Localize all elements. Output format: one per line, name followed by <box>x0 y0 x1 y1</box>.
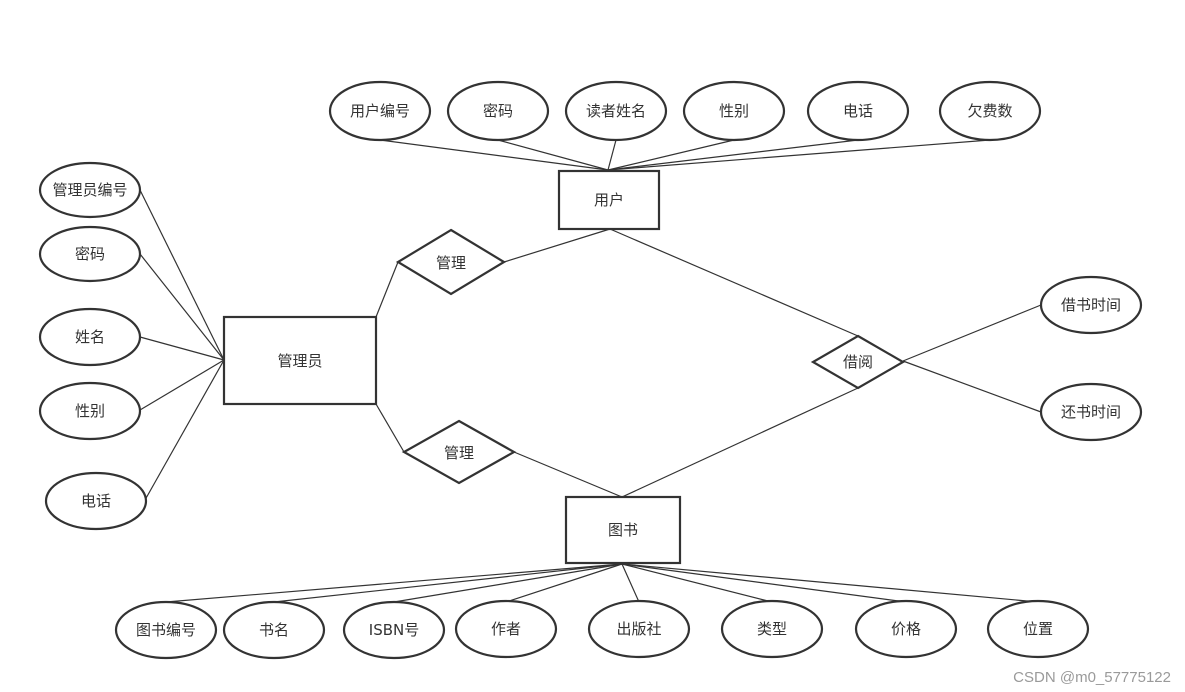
attr-book-price <box>854 599 958 659</box>
attr-book-category <box>720 599 824 659</box>
attr-user-arrears <box>938 80 1042 142</box>
attr-borrow-return-time-label: 还书时间 <box>1061 403 1121 421</box>
edge-manage-user-user <box>503 228 611 263</box>
attr-admin-password <box>38 225 142 283</box>
edge-admin-attr-4 <box>144 359 225 501</box>
attr-borrow-borrow-time-label: 借书时间 <box>1061 296 1121 314</box>
attr-borrow-borrow-time <box>1039 275 1143 335</box>
attr-admin-password-label: 密码 <box>75 245 105 263</box>
attr-admin-gender <box>38 381 142 441</box>
edge-book-attr-0 <box>165 563 623 603</box>
attr-book-publisher <box>587 599 691 659</box>
edge-admin-attr-1 <box>139 253 225 361</box>
edge-book-attr-3 <box>505 563 623 603</box>
edge-borrow-book <box>621 387 859 498</box>
attr-book-location-label: 位置 <box>1023 620 1053 638</box>
attr-admin-id <box>38 161 142 219</box>
edge-user-attr-1 <box>497 139 609 171</box>
attr-book-price-label: 价格 <box>891 620 921 638</box>
attr-book-id-label: 图书编号 <box>136 621 196 639</box>
relationship-manage-user <box>395 228 507 296</box>
edge-user-borrow <box>609 228 859 337</box>
entity-book-label: 图书 <box>608 521 638 539</box>
attr-user-phone <box>806 80 910 142</box>
relationship-manage-book-label: 管理 <box>444 444 474 462</box>
entity-admin <box>222 315 378 406</box>
attr-user-name <box>564 80 668 142</box>
attr-admin-phone <box>44 471 148 531</box>
attr-borrow-return-time <box>1039 382 1143 442</box>
attr-book-title <box>222 600 326 660</box>
attr-book-id <box>114 600 218 660</box>
attr-user-arrears-label: 欠费数 <box>967 102 1012 120</box>
watermark: CSDN @m0_57775122 <box>1013 669 1171 686</box>
edge-admin-attr-2 <box>139 336 225 361</box>
attr-user-id-label: 用户编号 <box>350 102 410 120</box>
attr-admin-gender-label: 性别 <box>75 402 105 420</box>
relationship-borrow-label: 借阅 <box>843 353 873 371</box>
edge-admin-attr-3 <box>139 359 225 411</box>
edge-book-attr-1 <box>273 563 623 603</box>
attr-admin-name <box>38 307 142 367</box>
edge-manage-book-book <box>513 451 623 498</box>
relationship-manage-book <box>401 419 517 485</box>
edge-user-attr-5 <box>607 139 991 171</box>
attr-book-author <box>454 599 558 659</box>
entity-admin-label: 管理员 <box>277 352 322 370</box>
attr-user-phone-label: 电话 <box>843 102 873 120</box>
attr-admin-id-label: 管理员编号 <box>52 181 127 199</box>
edge-admin-manage-user <box>375 261 399 318</box>
attr-book-isbn-label: ISBN号 <box>369 621 419 639</box>
entity-user <box>557 169 661 231</box>
attr-user-password-label: 密码 <box>483 102 513 120</box>
attr-user-password <box>446 80 550 142</box>
edge-admin-attr-0 <box>139 189 225 361</box>
attr-book-isbn <box>342 600 446 660</box>
edge-book-attr-7 <box>621 563 1039 603</box>
edge-book-attr-4 <box>621 563 640 603</box>
edge-user-attr-4 <box>607 139 859 171</box>
edge-book-attr-6 <box>621 563 907 603</box>
relationship-borrow <box>810 334 906 390</box>
attr-user-name-label: 读者姓名 <box>586 102 646 120</box>
edge-book-attr-2 <box>393 563 623 603</box>
edge-book-attr-5 <box>621 563 773 603</box>
edge-borrow-attr-1 <box>902 360 1042 413</box>
edge-user-attr-3 <box>607 139 735 171</box>
edge-user-attr-2 <box>607 139 617 171</box>
attr-user-id <box>328 80 432 142</box>
attr-book-publisher-label: 出版社 <box>616 620 661 638</box>
attr-admin-name-label: 姓名 <box>75 328 105 346</box>
attr-book-title-label: 书名 <box>259 621 289 639</box>
edge-admin-manage-book <box>375 403 405 453</box>
relationship-manage-user-label: 管理 <box>436 254 466 272</box>
edge-borrow-attr-0 <box>902 304 1042 362</box>
attr-book-category-label: 类型 <box>757 620 787 638</box>
attr-user-gender <box>682 80 786 142</box>
entity-book <box>564 495 682 565</box>
attr-user-gender-label: 性别 <box>719 102 749 120</box>
edge-user-attr-0 <box>379 139 609 171</box>
attr-book-location <box>986 599 1090 659</box>
attr-book-author-label: 作者 <box>491 620 521 638</box>
attr-admin-phone-label: 电话 <box>81 492 111 510</box>
entity-user-label: 用户 <box>594 191 624 209</box>
